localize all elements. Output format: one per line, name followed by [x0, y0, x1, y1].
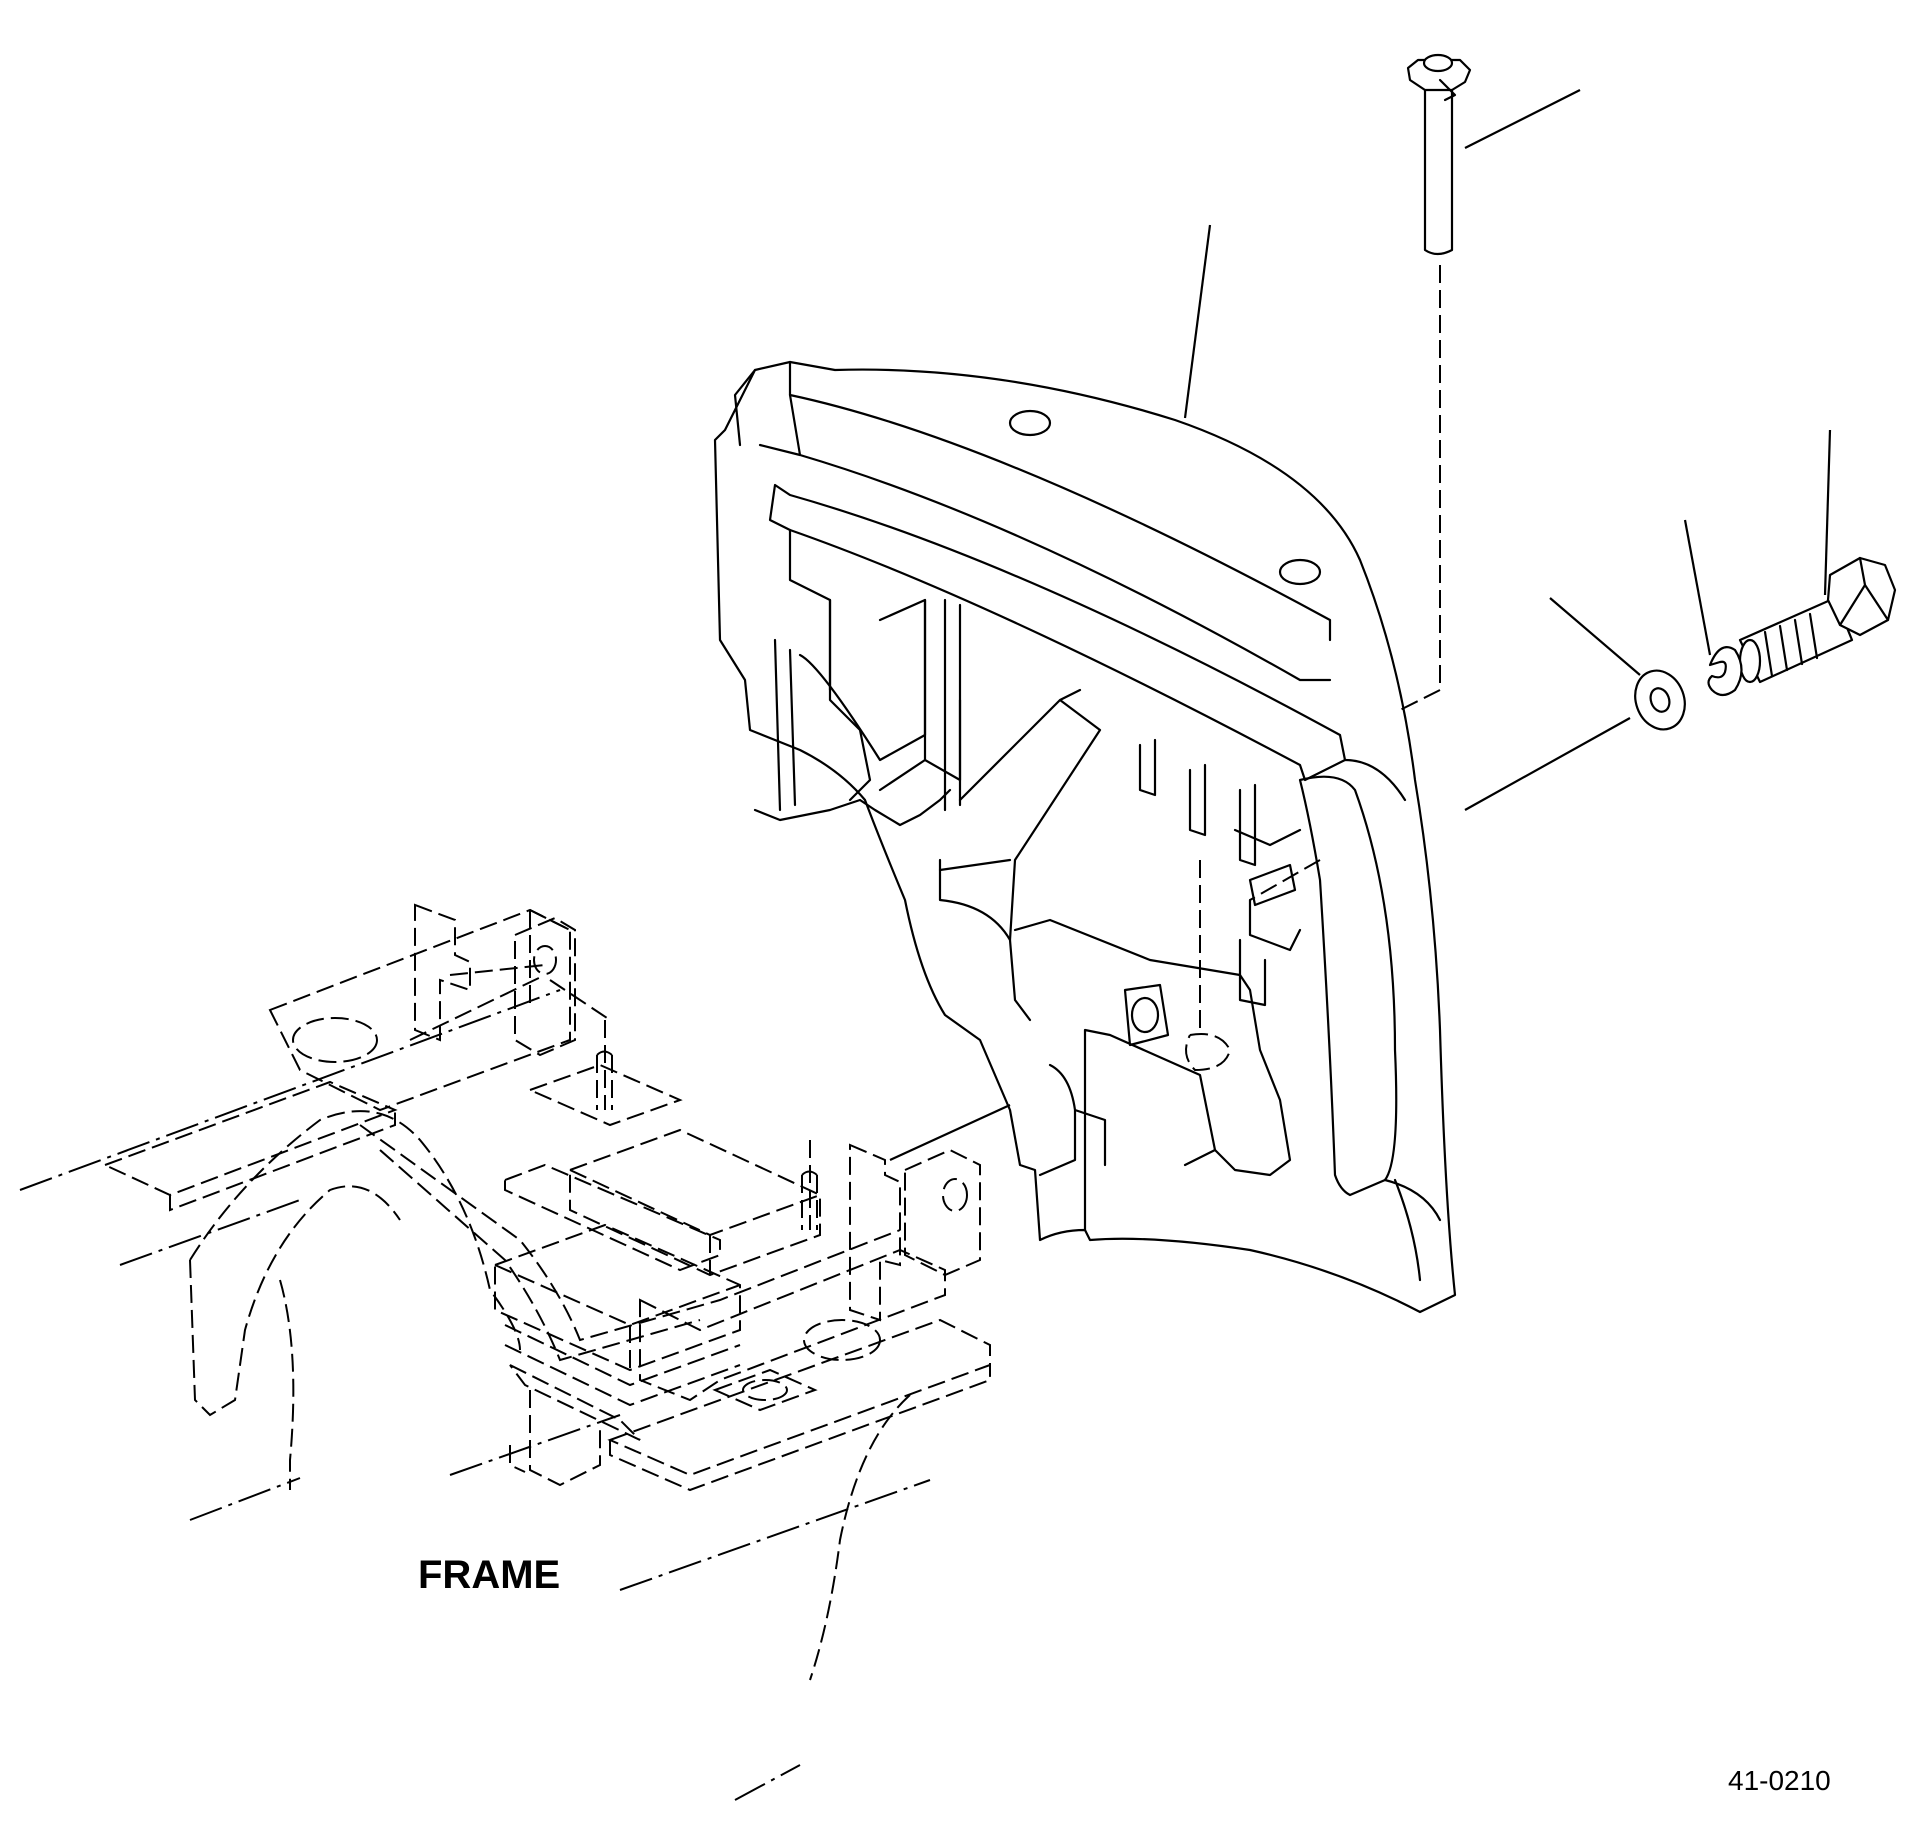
frame-connector-line — [449, 964, 546, 976]
counterweight-top-hole — [1008, 409, 1052, 437]
counterweight-right-step — [1238, 898, 1302, 1007]
frame-label: FRAME — [418, 1553, 560, 1597]
leader-line-washer — [1549, 597, 1641, 676]
frame-base-square — [712, 1368, 818, 1412]
figure-number: 41-0210 — [1728, 1765, 1831, 1796]
counterweight-brace — [938, 688, 1102, 942]
frame-connector-line — [549, 979, 611, 1021]
frame-left-pivot — [514, 916, 576, 1057]
frame-base-column — [529, 1390, 601, 1487]
counterweight-bottom-curve — [1393, 1178, 1422, 1282]
hex-bolt-head-face — [1838, 556, 1890, 627]
fastener-axis-line — [1464, 717, 1631, 811]
flat-washer-inner — [1649, 687, 1671, 713]
leader-line-counterweight — [1183, 224, 1212, 419]
frame-right-plate-edge — [609, 1365, 991, 1492]
mount-axis-line — [889, 1104, 1011, 1161]
frame-block-low — [504, 1324, 741, 1407]
hex-bolt-shank-end — [1738, 638, 1762, 684]
frame-left-plate — [102, 1080, 398, 1197]
leader-line-lockwasher — [1683, 519, 1712, 656]
frame-tab-plate — [414, 903, 471, 1042]
lock-washer — [1707, 646, 1743, 697]
frame-arch-leg — [279, 1279, 295, 1490]
frame-arch-left — [189, 1110, 521, 1351]
counterweight-right-step — [1233, 828, 1302, 907]
frame-block-mid-edge — [494, 1264, 741, 1370]
frame-block-upper-edge — [569, 1169, 821, 1275]
frame-left-rail-top — [529, 909, 571, 1010]
frame-centerline — [619, 1479, 931, 1591]
hex-bolt-thread — [1763, 612, 1819, 678]
frame-centerline — [734, 1764, 801, 1801]
counterweight-left-wall — [773, 598, 927, 812]
frame-left-hole — [292, 1017, 378, 1063]
leader-line-bolt — [1823, 429, 1832, 596]
counterweight-right-edge — [1343, 758, 1442, 1222]
frame-connector-line — [409, 974, 546, 1041]
frame-base-foot — [509, 1445, 526, 1473]
counterweight-rib — [1238, 783, 1257, 867]
counterweight-rib — [1188, 763, 1207, 837]
counterweight-top-hole — [1278, 558, 1322, 586]
frame-base-ring — [742, 1379, 788, 1401]
counterweight-center-inner — [1083, 1028, 1217, 1232]
frame-arch-left-inner — [189, 1185, 401, 1417]
flat-washer — [1634, 669, 1686, 731]
frame-right-plate — [607, 1318, 991, 1477]
frame-right-rail — [639, 1248, 946, 1402]
counterweight-rib — [1138, 738, 1157, 797]
counterweight-hidden-hole — [1185, 1033, 1232, 1072]
frame-left-pivot-hole — [533, 945, 557, 975]
counterweight-center-block — [1013, 918, 1292, 1177]
lock-washer-ring — [1707, 646, 1743, 697]
counterweight-rib — [943, 598, 962, 812]
frame-right-plate-drop — [809, 1394, 911, 1681]
fastener-axis-hidden — [1249, 859, 1321, 901]
frame-right-hole — [803, 1319, 881, 1361]
counterweight-top-inner — [758, 393, 1332, 682]
leader-line-pin — [1464, 89, 1581, 149]
lifting-pin-shaft — [1423, 83, 1454, 256]
frame-block-upper — [569, 1128, 821, 1277]
lifting-pin-tab — [1438, 78, 1457, 102]
counterweight-lower-rib — [1038, 1063, 1107, 1177]
frame-slot-plate — [504, 1163, 721, 1272]
frame-centerline — [19, 989, 561, 1191]
counterweight-mount-boss — [1123, 983, 1170, 1047]
hex-bolt — [1738, 556, 1897, 684]
frame-block-base — [509, 1364, 641, 1441]
counterweight-channel — [768, 483, 1347, 782]
frame-right-pivot-hole — [942, 1178, 968, 1212]
frame-centerline — [449, 1414, 621, 1476]
frame-center-rail-lower — [379, 1149, 701, 1362]
frame-centerline — [119, 1199, 301, 1266]
frame-assembly — [19, 903, 991, 1801]
counterweight-top-rim — [733, 360, 1332, 642]
counterweight-right-side — [1298, 775, 1398, 1197]
counterweight-brace-lower — [938, 858, 1032, 1022]
frame-tab-plate — [849, 1143, 901, 1322]
frame-centerline — [189, 1477, 301, 1521]
frame-right-pivot — [904, 1148, 981, 1277]
frame-center-rail — [359, 1124, 901, 1342]
lifting-pin-eye — [1422, 53, 1454, 73]
frame-block-mid — [494, 1223, 741, 1372]
lifting-pin — [1399, 53, 1472, 711]
counterweight — [713, 360, 1457, 1314]
frame-left-plate-edge — [169, 1110, 396, 1212]
frame-upper-plate — [527, 1063, 683, 1127]
counterweight-mount-hole — [1130, 996, 1160, 1034]
lifting-pin-axis — [1399, 265, 1441, 711]
